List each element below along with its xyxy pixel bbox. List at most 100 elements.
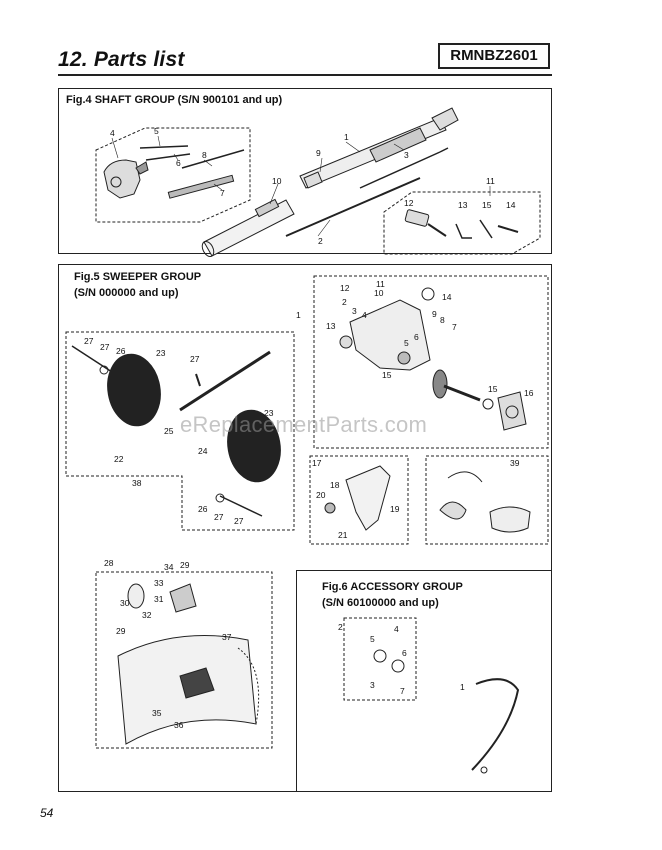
fig5-callout: 12 [340,283,350,293]
fig4-callout: 8 [202,150,207,160]
fig4-callout: 13 [458,200,468,210]
fig5-callout: 10 [374,288,384,298]
fig6-callout-labels: 2 4 5 6 3 7 1 [338,622,465,696]
fig5-callout: 9 [432,309,437,319]
fig5-callout: 30 [120,598,130,608]
fig5-callout: 29 [116,626,126,636]
harness-drawing [373,649,520,774]
fig5-callout: 37 [222,632,232,642]
fig5-handle-box [309,455,409,545]
fig4-leaders [111,135,491,237]
fig5-caption-line1: Fig.5 SWEEPER GROUP [74,271,202,283]
fig4-callout: 6 [176,158,181,168]
loop-handle-drawing [324,465,391,531]
fig5-shield-box [95,571,273,749]
fig5-callout: 3 [352,306,357,316]
fig5-callout: 28 [104,558,114,568]
fig4-callout-labels: 4 5 6 8 7 1 9 3 10 2 11 12 13 15 14 [110,126,516,246]
shield-drawing [117,583,260,745]
fig6-callout: 3 [370,680,375,690]
fig5-callout: 31 [154,594,164,604]
fig5-callout: 6 [414,332,419,342]
fig5-callout: 34 [164,562,174,572]
fig6-kit-box [343,617,417,701]
fig4-callout: 3 [404,150,409,160]
fig5-brush-box [65,331,295,531]
page-number: 54 [40,806,54,820]
fig5-callout: 27 [84,336,94,346]
fig4-callout: 10 [272,176,282,186]
brush-drums-drawing [71,345,281,517]
fig5-callout: 21 [338,530,348,540]
fig4-callout: 7 [220,188,225,198]
fig4-callout: 11 [486,176,495,186]
fig5-callout: 29 [180,560,190,570]
fig5-callout: 35 [152,708,162,718]
fig5-callout: 23 [156,348,166,358]
fig6-callout: 6 [402,648,407,658]
fig5-callout: 36 [174,720,184,730]
fig5-callout: 27 [214,512,224,522]
fig5-callout-labels: 1 12 11 10 2 3 4 14 13 9 8 7 6 5 15 15 1… [84,279,534,730]
fig5-callout: 27 [234,516,244,526]
fig5-callout: 14 [442,292,452,302]
fig4-callout: 12 [404,198,414,208]
fig5-callout: 22 [114,454,124,464]
fig4-callout: 4 [110,128,115,138]
fig5-callout: 16 [524,388,534,398]
fig5-callout: 4 [362,310,367,320]
fig5-callout: 19 [390,504,400,514]
fig6-caption-line1: Fig.6 ACCESSORY GROUP [322,581,463,593]
fig5-callout: 2 [342,297,347,307]
fig5-callout: 33 [154,578,164,588]
fig6-callout: 5 [370,634,375,644]
fig5-callout: 26 [198,504,208,514]
fig5-callout: 1 [296,310,301,320]
fig6-callout: 1 [460,682,465,692]
fig4-caption: Fig.4 SHAFT GROUP (S/N 900101 and up) [66,94,283,106]
safety-gear-drawing [439,471,531,533]
fig5-callout: 27 [100,342,110,352]
fig6-callout: 4 [394,624,399,634]
fig5-gearcase-box [313,275,549,449]
fig5-callout: 20 [316,490,326,500]
fig5-callout: 8 [440,315,445,325]
fig4-group-box-left [95,127,251,223]
fig4-callout: 15 [482,200,492,210]
fig5-callout: 5 [404,338,409,348]
fig5-callout: 15 [382,370,392,380]
lower-tube-drawing [201,198,295,257]
fig5-callout: 23 [264,408,274,418]
fig5-callout: 39 [510,458,520,468]
fig5-callout: 24 [198,446,208,456]
fig5-callout: 11 [376,279,385,289]
fig4-callout: 1 [344,132,349,142]
fig5-caption-line2: (S/N 000000 and up) [74,287,179,299]
fig5-callout: 27 [190,354,200,364]
fig5-callout: 38 [132,478,142,488]
main-shaft-drawing [299,107,459,189]
fig5-callout: 13 [326,321,336,331]
fig6-callout: 7 [400,686,405,696]
fig4-callout: 9 [316,148,321,158]
fig6-callout: 2 [338,622,343,632]
fig5-callout: 7 [452,322,457,332]
trigger-housing-drawing [103,159,149,199]
fig5-callout: 26 [116,346,126,356]
fig6-caption-line2: (S/N 60100000 and up) [322,597,439,609]
fig5-callout: 15 [488,384,498,394]
tool-kit-drawing [404,209,519,239]
fig4-callout: 2 [318,236,323,246]
model-number-badge: RMNBZ2601 [438,43,550,69]
page-title: 12. Parts list [58,48,185,71]
fig4-callout: 14 [506,200,516,210]
fig5-callout: 18 [330,480,340,490]
fig5-callout: 25 [164,426,174,436]
fig5-callout: 32 [142,610,152,620]
fig5-callout: 17 [312,458,322,468]
header-rule [58,74,552,76]
watermark-text: eReplacementParts.com [180,412,428,437]
fig5-safety-box [425,455,549,545]
fig4-callout: 5 [154,126,159,136]
